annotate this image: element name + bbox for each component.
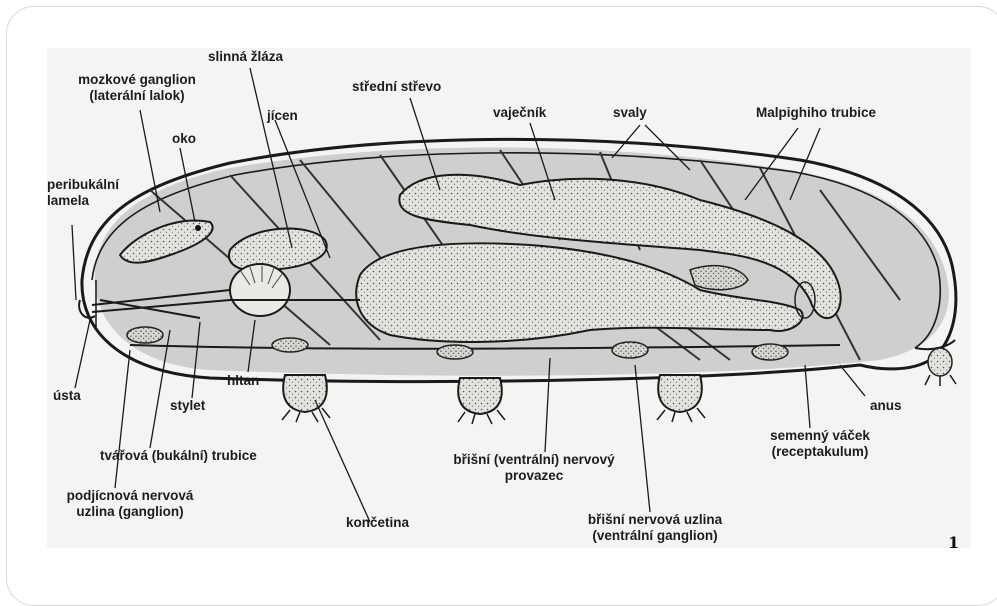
- label-leg: končetina: [346, 515, 409, 531]
- label-muscles: svaly: [613, 105, 647, 121]
- label-salivary-gland: slinná žláza: [208, 49, 283, 65]
- label-peribuccal-line2: lamela: [47, 193, 119, 209]
- label-pharynx: hltan: [227, 373, 259, 389]
- label-eye: oko: [172, 131, 196, 147]
- label-seminal-receptacle: semenný váček (receptakulum): [750, 428, 890, 460]
- label-ventral-ganglion: břišní nervová uzlina (ventrální ganglio…: [560, 512, 750, 544]
- label-subesophageal-line1: podjícnová nervová: [50, 488, 210, 504]
- leg-1: [283, 375, 327, 412]
- ventral-ganglion-2: [437, 345, 473, 359]
- label-subesophageal-line2: uzlina (ganglion): [50, 504, 210, 520]
- label-seminal-line1: semenný váček: [750, 428, 890, 444]
- eye: [195, 225, 201, 231]
- label-brain-ganglion: mozkové ganglion (laterální lalok): [62, 72, 212, 104]
- label-anus: anus: [870, 398, 902, 414]
- label-mouth: ústa: [53, 388, 81, 404]
- subesophageal-ganglion: [127, 327, 163, 343]
- label-ventral-cord-line1: břišní (ventrální) nervový: [414, 452, 654, 468]
- label-midgut: střední střevo: [352, 79, 441, 95]
- label-ventral-ganglion-line1: břišní nervová uzlina: [560, 512, 750, 528]
- label-stylet: stylet: [170, 398, 205, 414]
- label-ovary: vaječník: [493, 105, 546, 121]
- pharynx: [230, 264, 290, 316]
- hind-claw: [928, 348, 952, 376]
- label-peribuccal-line1: peribukální: [47, 177, 119, 193]
- label-buccal-tube: tvářová (bukální) trubice: [100, 448, 257, 464]
- label-subesophageal-ganglion: podjícnová nervová uzlina (ganglion): [50, 488, 210, 520]
- figure-number: 1: [948, 533, 959, 552]
- label-seminal-line2: (receptakulum): [750, 444, 890, 460]
- ventral-ganglion-4: [752, 344, 788, 360]
- label-esophagus: jícen: [267, 108, 298, 124]
- leg-2: [458, 378, 502, 414]
- ventral-ganglion-1: [272, 338, 308, 352]
- label-ventral-ganglion-line2: (ventrální ganglion): [560, 528, 750, 544]
- label-ventral-cord-line2: provazec: [414, 468, 654, 484]
- label-peribuccal-lamella: peribukální lamela: [47, 177, 119, 209]
- ventral-ganglion-3: [612, 342, 648, 358]
- label-brain-ganglion-line2: (laterální lalok): [62, 88, 212, 104]
- label-ventral-nerve-cord: břišní (ventrální) nervový provazec: [414, 452, 654, 484]
- leg-3: [658, 375, 702, 412]
- label-malpighian-tubules: Malpighiho trubice: [756, 105, 876, 121]
- label-brain-ganglion-line1: mozkové ganglion: [62, 72, 212, 88]
